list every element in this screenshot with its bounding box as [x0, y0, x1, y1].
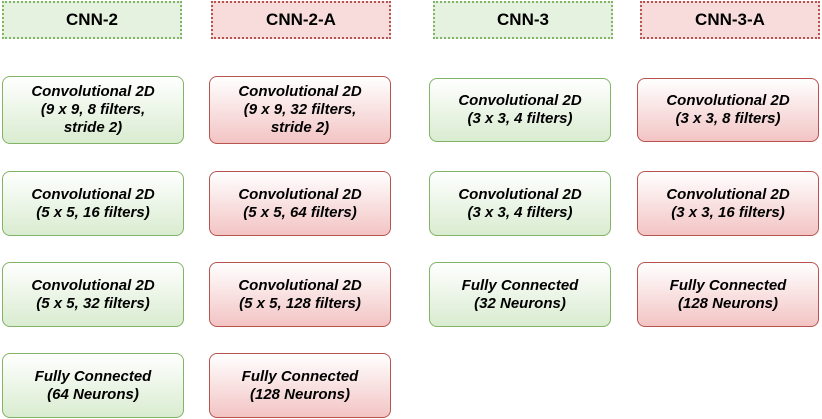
layer-params: (5 x 5, 128 filters): [239, 294, 361, 312]
cnn-3-layer-2: Convolutional 2D (3 x 3, 4 filters): [429, 171, 611, 236]
cnn-3-header: CNN-3: [433, 1, 613, 39]
layer-params: (64 Neurons): [47, 385, 139, 403]
cnn-2-a-layer-3: Convolutional 2D (5 x 5, 128 filters): [209, 262, 391, 327]
layer-params: (3 x 3, 4 filters): [467, 110, 573, 127]
layer-type: Fully Connected: [241, 367, 359, 385]
layer-params: (5 x 5, 16 filters): [36, 203, 150, 221]
layer-type: Convolutional 2D: [31, 276, 155, 294]
layer-params-extra: stride 2): [270, 119, 330, 136]
cnn-3-a-layer-2: Convolutional 2D (3 x 3, 16 filters): [637, 171, 819, 236]
layer-params: (9 x 9, 32 filters,: [243, 101, 357, 118]
layer-params: (9 x 9, 8 filters,: [40, 101, 146, 118]
layer-type: Convolutional 2D: [458, 92, 582, 109]
layer-params: (3 x 3, 8 filters): [675, 110, 781, 127]
layer-type: Fully Connected: [461, 276, 579, 294]
layer-type: Convolutional 2D: [238, 276, 362, 294]
cnn-3-layer-1: Convolutional 2D (3 x 3, 4 filters): [429, 78, 611, 142]
cnn-2-a-layer-2: Convolutional 2D (5 x 5, 64 filters): [209, 171, 391, 236]
cnn-2-a-header: CNN-2-A: [211, 1, 391, 39]
layer-params: (128 Neurons): [677, 294, 779, 312]
layer-type: Fully Connected: [669, 276, 787, 294]
layer-type: Convolutional 2D: [666, 92, 790, 109]
layer-params: (32 Neurons): [474, 294, 566, 312]
layer-type: Convolutional 2D: [666, 185, 790, 203]
cnn-2-layer-2: Convolutional 2D (5 x 5, 16 filters): [2, 171, 184, 236]
cnn-2-a-layer-1: Convolutional 2D (9 x 9, 32 filters, str…: [209, 76, 391, 144]
cnn-2-layer-3: Convolutional 2D (5 x 5, 32 filters): [2, 262, 184, 327]
cnn-3-a-layer-1: Convolutional 2D (3 x 3, 8 filters): [637, 78, 819, 142]
layer-type: Convolutional 2D: [31, 185, 155, 203]
layer-params-extra: stride 2): [63, 119, 123, 136]
layer-type: Fully Connected: [34, 367, 152, 385]
layer-type: Convolutional 2D: [458, 185, 582, 203]
layer-type: Convolutional 2D: [238, 83, 362, 100]
layer-params: (5 x 5, 32 filters): [36, 294, 150, 312]
layer-type: Convolutional 2D: [31, 83, 155, 100]
cnn-2-layer-4: Fully Connected (64 Neurons): [2, 353, 184, 418]
layer-params: (3 x 3, 16 filters): [671, 203, 785, 221]
cnn-3-layer-3: Fully Connected (32 Neurons): [429, 262, 611, 327]
cnn-2-a-layer-4: Fully Connected (128 Neurons): [209, 353, 391, 418]
cnn-2-layer-1: Convolutional 2D (9 x 9, 8 filters, stri…: [2, 76, 184, 144]
layer-params: (3 x 3, 4 filters): [467, 203, 573, 221]
layer-params: (128 Neurons): [249, 385, 351, 403]
cnn-3-a-layer-3: Fully Connected (128 Neurons): [637, 262, 819, 327]
cnn-2-header: CNN-2: [2, 1, 182, 39]
layer-type: Convolutional 2D: [238, 185, 362, 203]
layer-params: (5 x 5, 64 filters): [243, 203, 357, 221]
cnn-3-a-header: CNN-3-A: [640, 1, 820, 39]
